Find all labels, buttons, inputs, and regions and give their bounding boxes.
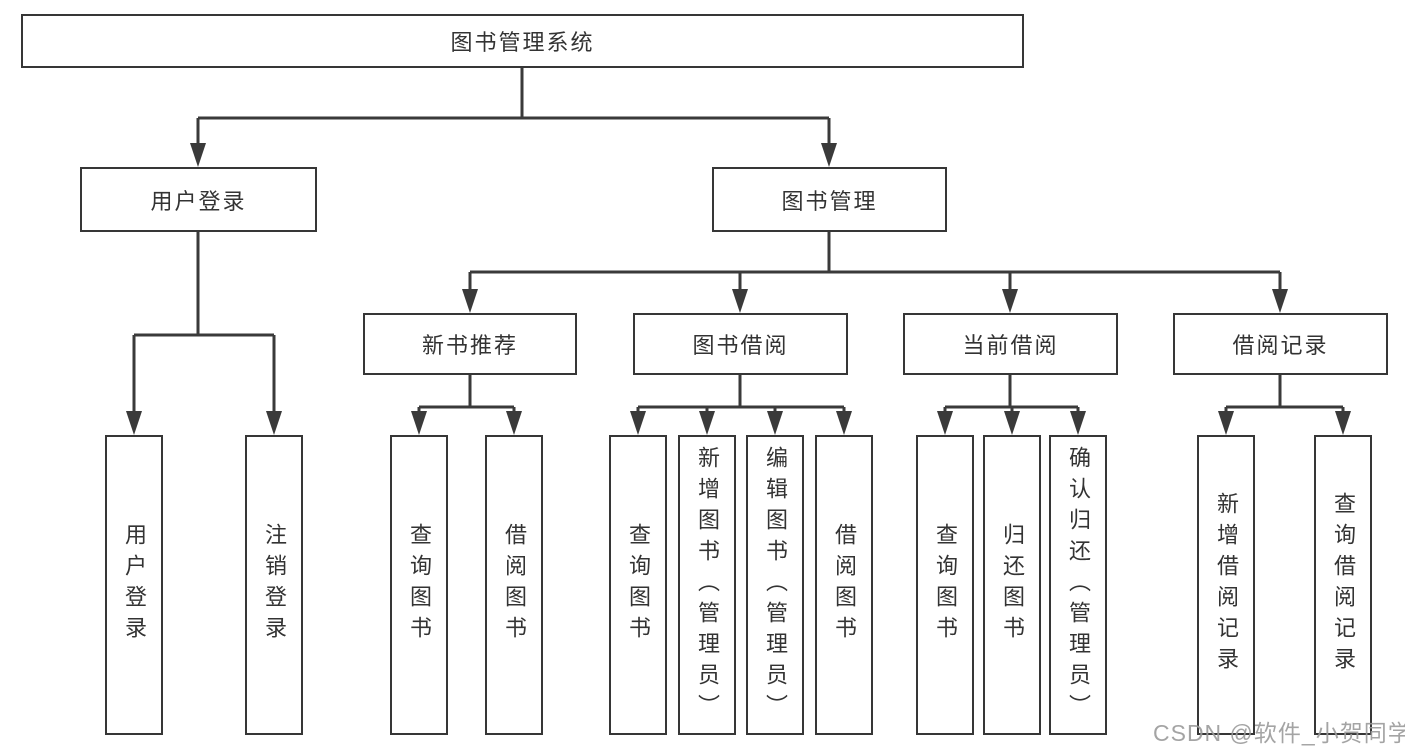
- node-leaf-return-book: 归还图书: [983, 435, 1041, 735]
- node-label-leaf-query-book-3: 查询图书: [933, 523, 958, 647]
- node-user-login: 用户登录: [80, 167, 317, 232]
- node-label-leaf-borrow-book-1: 借阅图书: [502, 523, 527, 647]
- connector-arrowheads: [126, 143, 1351, 435]
- node-book-borrowing: 图书借阅: [633, 313, 848, 375]
- node-borrowing-records: 借阅记录: [1173, 313, 1388, 375]
- node-leaf-logout: 注销登录: [245, 435, 303, 735]
- node-new-book-recommend: 新书推荐: [363, 313, 577, 375]
- node-label-root: 图书管理系统: [450, 30, 595, 55]
- node-leaf-query-book-3: 查询图书: [916, 435, 974, 735]
- node-leaf-query-book-2: 查询图书: [609, 435, 667, 735]
- node-leaf-query-book-1: 查询图书: [390, 435, 448, 735]
- node-book-management: 图书管理: [712, 167, 947, 232]
- node-leaf-confirm-return: 确认归还（管理员）: [1049, 435, 1107, 735]
- node-leaf-borrow-book-2: 借阅图书: [815, 435, 873, 735]
- node-label-leaf-edit-book-admin: 编辑图书（管理员）: [763, 445, 788, 725]
- node-label-current-borrowing: 当前借阅: [962, 333, 1059, 358]
- node-label-leaf-add-borrow-record: 新增借阅记录: [1214, 492, 1239, 678]
- node-label-leaf-query-borrow-record: 查询借阅记录: [1331, 492, 1356, 678]
- node-leaf-borrow-book-1: 借阅图书: [485, 435, 543, 735]
- node-root: 图书管理系统: [21, 14, 1024, 68]
- node-label-leaf-borrow-book-2: 借阅图书: [832, 523, 857, 647]
- watermark: CSDN @软件_小贺同学: [1153, 720, 1405, 746]
- node-label-leaf-query-book-1: 查询图书: [407, 523, 432, 647]
- node-label-borrowing-records: 借阅记录: [1232, 333, 1329, 358]
- node-label-leaf-query-book-2: 查询图书: [626, 523, 651, 647]
- node-leaf-edit-book-admin: 编辑图书（管理员）: [746, 435, 804, 735]
- node-leaf-add-borrow-record: 新增借阅记录: [1197, 435, 1255, 735]
- node-leaf-query-borrow-record: 查询借阅记录: [1314, 435, 1372, 735]
- node-current-borrowing: 当前借阅: [903, 313, 1118, 375]
- node-label-user-login: 用户登录: [150, 188, 247, 214]
- node-label-leaf-add-book-admin: 新增图书（管理员）: [695, 445, 720, 725]
- node-label-book-borrowing: 图书借阅: [692, 333, 789, 358]
- node-label-book-management: 图书管理: [781, 188, 878, 214]
- node-label-leaf-confirm-return: 确认归还（管理员）: [1066, 445, 1091, 725]
- node-label-new-book-recommend: 新书推荐: [421, 333, 518, 358]
- node-label-leaf-logout: 注销登录: [262, 523, 287, 647]
- node-leaf-user-login: 用户登录: [105, 435, 163, 735]
- node-label-leaf-return-book: 归还图书: [1000, 523, 1025, 647]
- node-leaf-add-book-admin: 新增图书（管理员）: [678, 435, 736, 735]
- node-label-leaf-user-login: 用户登录: [122, 523, 147, 647]
